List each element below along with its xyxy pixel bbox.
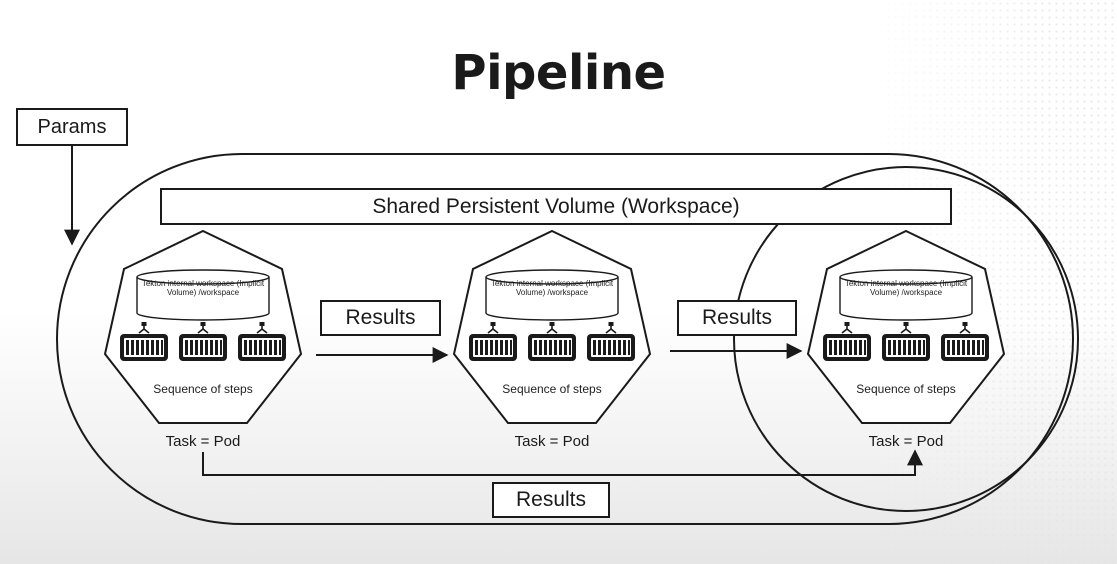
- steps-label: Sequence of steps: [856, 382, 956, 396]
- task-pod-1: [103, 229, 303, 424]
- results-label-1: Results: [345, 306, 416, 329]
- results-box-1: [320, 300, 441, 336]
- results-box-2: [677, 300, 797, 336]
- task-label: Task = Pod: [514, 433, 590, 450]
- steps-label: Sequence of steps: [502, 382, 602, 396]
- task-pod-2: [452, 229, 652, 424]
- params-label: Params: [37, 116, 107, 138]
- pipeline-boundary: [56, 153, 1074, 525]
- page-title: Pipeline: [451, 45, 666, 101]
- results-box-3: [492, 482, 610, 518]
- shared-volume-label: Shared Persistent Volume (Workspace): [372, 195, 740, 218]
- results-label-3: Results: [515, 488, 587, 511]
- bottom-results-arrow: [202, 449, 923, 476]
- workspace-label: Tekton internal workspace (Implicit Volu…: [490, 279, 614, 297]
- workspace-label: Tekton internal workspace (Implicit Volu…: [141, 279, 265, 297]
- task-pod-3: [806, 229, 1006, 424]
- task-label: Task = Pod: [165, 433, 241, 450]
- steps-label: Sequence of steps: [153, 382, 253, 396]
- results-label-2: Results: [701, 306, 773, 329]
- final-task-boundary-circle: [733, 166, 1079, 512]
- shared-volume-box: [160, 188, 952, 225]
- workspace-label: Tekton internal workspace (Implicit Volu…: [844, 279, 968, 297]
- task-label: Task = Pod: [868, 433, 944, 450]
